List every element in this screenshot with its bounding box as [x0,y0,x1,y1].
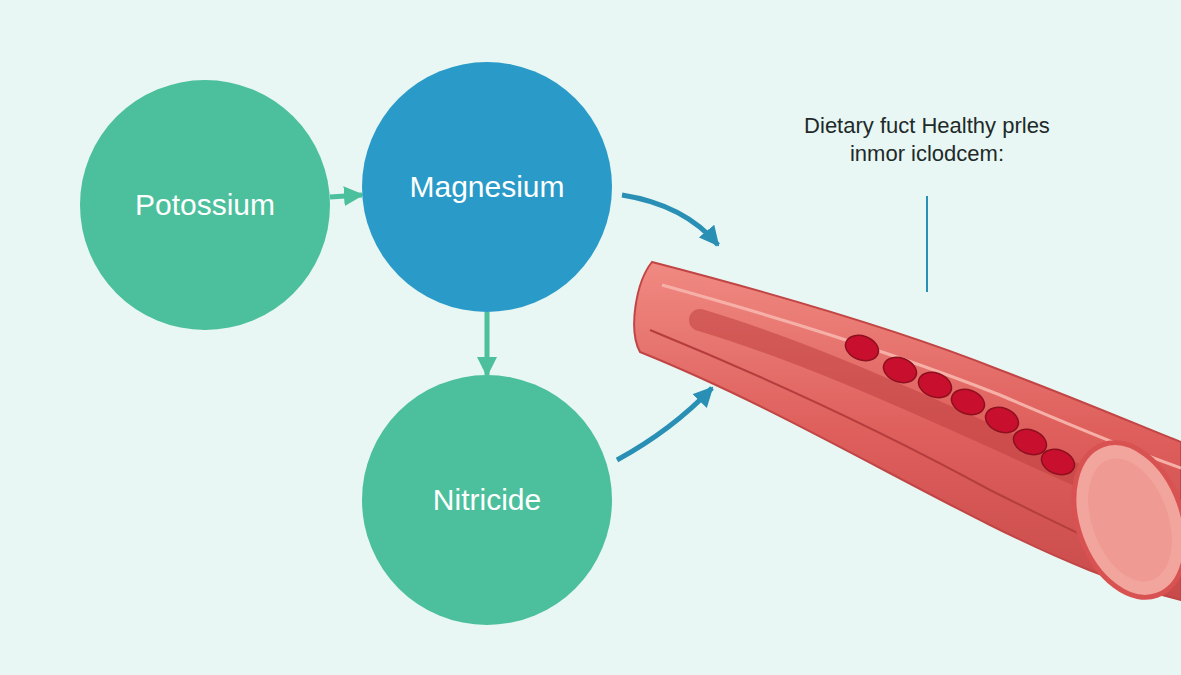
red-blood-cell [915,368,955,402]
red-blood-cell [842,331,882,365]
red-blood-cell [880,353,920,387]
node-texts: Magnesium [391,170,582,204]
circle-fill [362,375,612,625]
concept-circle: Magnesium [362,62,612,312]
blood-vessel [634,262,1181,613]
concept-circle: Nitricide [362,375,612,625]
red-blood-cell [1038,445,1078,479]
red-blood-cell [948,385,988,419]
node-label: Magnesium [391,170,582,204]
vessel-highlight [662,285,1181,468]
leader-line [926,196,928,292]
circle-fill [80,80,330,330]
node-label: Potossium [117,188,293,222]
flow-arrow [330,195,362,197]
flow-arrow [485,312,490,375]
vessel-opening-inner [1072,447,1181,593]
flow-arrow [622,195,718,245]
node-texts: Potossium [117,188,293,222]
node-label: Nitricide [415,483,559,517]
circle-fill [362,62,612,312]
flow-arrow [617,388,712,460]
node-texts: Nitricide [415,483,559,517]
note-text: Dietary fuct Healthy prles inmor iclodce… [777,112,1077,168]
concept-circle: Potossium [80,80,330,330]
red-blood-cells [842,331,1078,479]
vessel-opening [1054,427,1181,613]
